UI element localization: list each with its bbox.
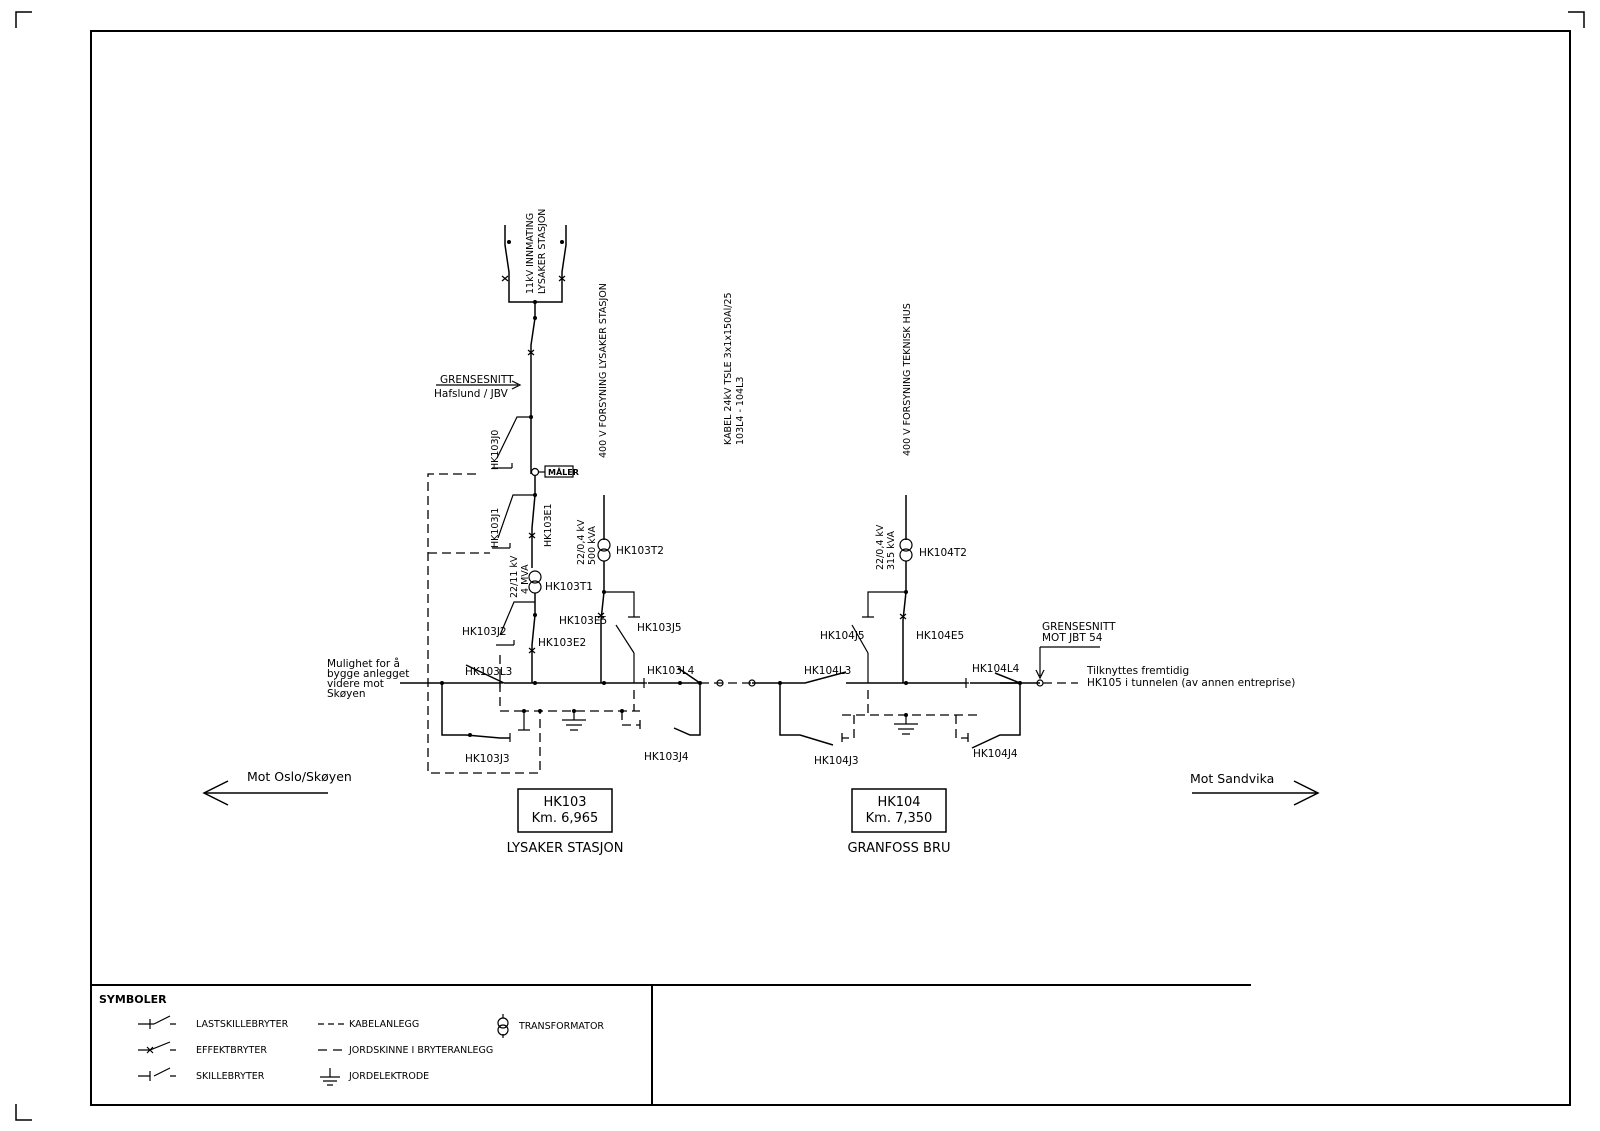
hk103-feeder [436, 225, 574, 683]
hk104t2-rating-line1: 22/0,4 kV [875, 524, 886, 570]
tilknyttes-line1: Tilknyttes fremtidig [1086, 665, 1189, 677]
hk103e1-label: HK103E1 [543, 503, 554, 547]
forsyning-teknisk: 400 V FORSYNING TEKNISK HUS [902, 303, 913, 456]
innmating-line1: 11kV INNMATING [525, 213, 536, 294]
hk103t2-rating-line2: 500 kVA [587, 525, 598, 565]
hk104j5-label: HK104J5 [820, 630, 865, 642]
hk103l3-label: HK103L3 [465, 666, 512, 678]
hk104j4-label: HK104J4 [973, 748, 1018, 760]
transformator-icon [497, 1014, 509, 1038]
hk104-box [851, 788, 947, 833]
grensesnitt-label: GRENSESNITT [440, 374, 514, 386]
legend-jordelektrode: JORDELEKTRODE [348, 1071, 429, 1082]
hk104-station-name: GRANFOSS BRU [847, 841, 950, 856]
direction-left-label: Mot Oslo/Skøyen [247, 769, 352, 784]
legend-kabelanlegg: KABELANLEGG [349, 1019, 419, 1030]
hk104-t2-branch [851, 495, 913, 685]
hk104l4-label: HK104L4 [972, 663, 1020, 675]
hk103t2-rating-line1: 22/0,4 kV [576, 519, 587, 565]
jordelektrode-icon [320, 1068, 340, 1086]
hk104-busbar [752, 646, 1100, 749]
drawing-frame [90, 30, 1571, 1106]
hk103j1-label: HK103J1 [490, 508, 501, 548]
hk103j5-label: HK103J5 [637, 622, 682, 634]
hk104j3-label: HK104J3 [814, 755, 859, 767]
maler-label: MÅLER [548, 467, 579, 477]
hk104-box-line2: Km. 7,350 [866, 811, 933, 826]
hk103t1-rating-line2: 4 MVA [520, 564, 531, 594]
tilknyttes-line2: HK105 i tunnelen (av annen entreprise) [1087, 677, 1295, 689]
hk103l4-label: HK103L4 [647, 665, 695, 677]
hk103-box [517, 788, 613, 833]
hk103e5-label: HK103E5 [559, 615, 607, 627]
hk103-box-line2: Km. 6,965 [532, 811, 599, 826]
mulighet-line3: videre mot [327, 678, 384, 690]
legend-skillebryter: SKILLEBRYTER [196, 1071, 265, 1082]
hk103-earthing [427, 473, 641, 774]
grensesnitt-jbt-line2: MOT JBT 54 [1042, 632, 1103, 644]
crop-marks [15, 11, 1585, 1121]
hk103-box-line1: HK103 [543, 795, 586, 810]
grensesnitt-jbt-line1: GRENSESNITT [1042, 621, 1116, 633]
skillebryter-icon [138, 1067, 176, 1081]
kabel-line1: KABEL 24kV TSLE 3x1x150Al/25 [723, 292, 734, 445]
hk104t2-rating-line2: 315 kVA [886, 530, 897, 570]
hk104t2-label: HK104T2 [919, 547, 967, 559]
hk103e2-label: HK103E2 [538, 637, 586, 649]
hk104e5-label: HK104E5 [916, 630, 964, 642]
mulighet-line4: Skøyen [327, 688, 366, 700]
lastskillebryter-icon [138, 1015, 176, 1029]
legend-jordskinne: JORDSKINNE I BRYTERANLEGG [348, 1045, 493, 1056]
hk103-station-name: LYSAKER STASJON [507, 841, 624, 856]
hk103-busbar [400, 664, 756, 742]
hk103j3-label: HK103J3 [465, 753, 510, 765]
hk104l3-label: HK104L3 [804, 665, 851, 677]
legend-lastskillebryter: LASTSKILLEBRYTER [196, 1019, 289, 1030]
hk103j0-label: HK103J0 [490, 430, 501, 470]
effektbryter-icon [138, 1041, 176, 1054]
hk103j4-label: HK103J4 [644, 751, 689, 763]
mulighet-line1: Mulighet for å [327, 657, 400, 670]
hk104-earthing [841, 690, 978, 742]
hk103j2-label: HK103J2 [462, 626, 507, 638]
direction-arrows [202, 780, 1320, 806]
legend-transformator: TRANSFORMATOR [518, 1021, 604, 1032]
hk103t1-label: HK103T1 [545, 581, 593, 593]
mulighet-line2: bygge anlegget [327, 668, 409, 680]
legend: SYMBOLER LASTSKILLEBRYTER EFFEKTBRYTER S… [99, 993, 604, 1086]
legend-title: SYMBOLER [99, 993, 167, 1006]
direction-right-label: Mot Sandvika [1190, 771, 1274, 786]
hk104-box-line1: HK104 [877, 795, 920, 810]
innmating-line2: LYSAKER STASJON [537, 209, 548, 294]
hk103-t2-branch [597, 495, 640, 683]
forsyning-lysaker: 400 V FORSYNING LYSAKER STASJON [598, 283, 609, 458]
hk103t1-rating-line1: 22/11 kV [509, 555, 520, 598]
legend-effektbryter: EFFEKTBRYTER [196, 1045, 267, 1056]
grensesnitt-sub: Hafslund / JBV [434, 388, 509, 400]
hk103t2-label: HK103T2 [616, 545, 664, 557]
kabel-line2: 103L4 - 104L3 [735, 377, 746, 445]
